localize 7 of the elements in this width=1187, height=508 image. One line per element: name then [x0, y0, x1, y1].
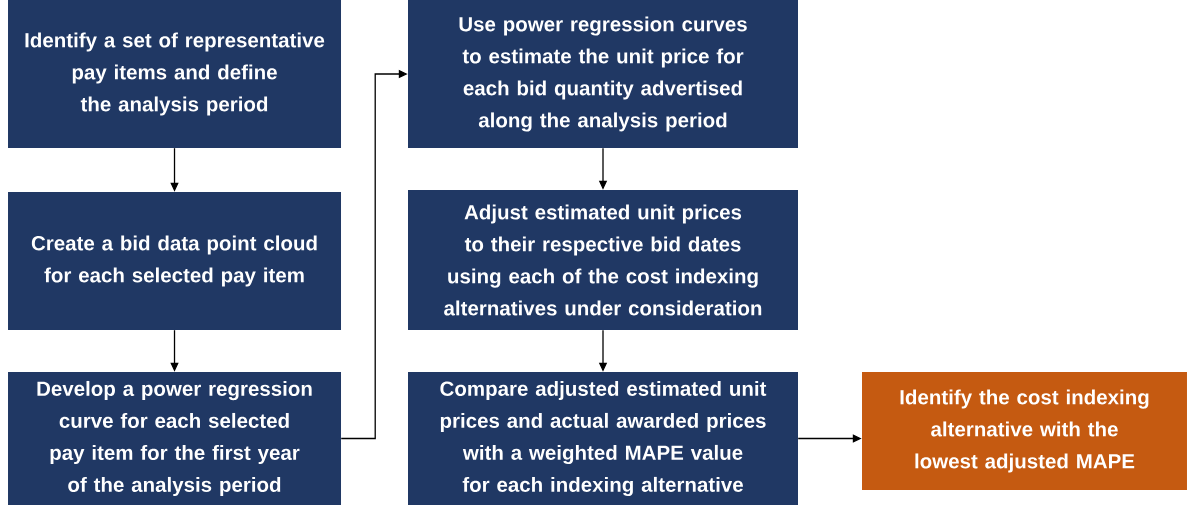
step-box: Use power regression curves to estimate the unit price for each bid quantity advertised along the analysis period	[408, 0, 798, 148]
step-box: Develop a power regression curve for each selected pay item for the first year of the analysis period	[8, 372, 341, 505]
result-box: Identify the cost indexing alternative with the lowest adjusted MAPE	[862, 372, 1187, 490]
step-box: Create a bid data point cloud for each selected pay item	[8, 192, 341, 330]
step-box: Adjust estimated unit prices to their respective bid dates using each of the cost indexing alternatives under consideration	[408, 190, 798, 330]
step-box: Identify a set of representative pay items and define the analysis period	[8, 0, 341, 148]
step-box: Compare adjusted estimated unit prices and actual awarded prices with a weighted MAPE value for each indexing alternative	[408, 372, 798, 505]
